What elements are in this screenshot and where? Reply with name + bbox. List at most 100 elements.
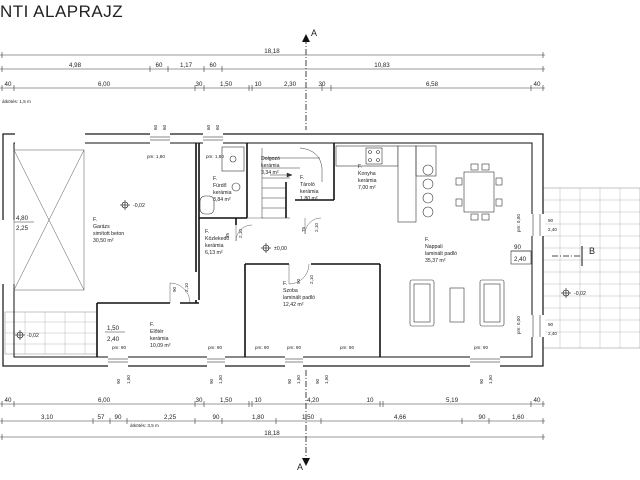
dim: 1,50 — [302, 414, 315, 421]
room-kozlekedo: F. Közlekedő kerámia 6,13 m² — [205, 229, 229, 256]
room-line: F. — [205, 229, 209, 235]
dim: 57 — [98, 414, 105, 421]
dim: 40 — [5, 397, 12, 404]
dim: 40 — [534, 397, 541, 404]
dim: 1,50 — [218, 375, 223, 384]
living-room-furniture — [409, 279, 505, 327]
pm-bottom-labels: pm: 90 pm: 90 pm: 90 pm: 90 pm: 90 pm: 9… — [112, 345, 488, 350]
room-line: kerámia — [213, 190, 232, 196]
room-eloter: F. Előtér kerámia 10,09 m² — [150, 322, 171, 349]
room-line: Dolgozó — [261, 156, 280, 162]
dim: 2,40 — [107, 336, 120, 343]
dim: 3,10 — [41, 414, 54, 421]
room-line: simított beton — [93, 231, 124, 237]
room-line: 30,50 m² — [93, 238, 114, 244]
dim: 60 — [162, 124, 167, 130]
room-line: F. — [213, 176, 217, 182]
room-line: F. — [93, 217, 97, 223]
dim: 1,50 — [107, 325, 120, 332]
room-line: kerámia — [150, 336, 169, 342]
room-line: F. — [425, 237, 429, 243]
bottom-lower-dims: 3,10 57 90 2,25 90 1,80 1,50 4,66 90 1,6… — [41, 414, 525, 421]
dim: 4,80 — [16, 215, 29, 222]
room-line: F. — [150, 322, 154, 328]
room-line: kerámia — [358, 178, 377, 184]
room-line: 3,84 m² — [213, 197, 231, 203]
room-nappali: F. Nappali laminált padló 35,37 m² — [425, 237, 457, 264]
level-note-top: átkötés: 1,5 m — [2, 99, 31, 104]
dim: 2,10 — [309, 275, 314, 284]
pm: pm: 90 — [474, 345, 488, 350]
dim: 90 — [548, 322, 554, 327]
bathroom-fixtures — [199, 146, 245, 215]
dim: 1,50 — [126, 375, 131, 384]
dim: 10,83 — [374, 62, 390, 69]
dim: 6,58 — [426, 81, 439, 88]
bottom-overall-dim: 18,18 — [264, 430, 280, 437]
room-line: Fürdő — [213, 183, 227, 189]
dim: 1,50 — [220, 397, 233, 404]
door-dims-rotated: 90 2,10 75 2,10 90 2,10 75 2,10 60 60 60… — [116, 124, 557, 384]
level-note-bottom: átkötés: 3,5 m — [130, 423, 159, 428]
room-garazs: F. Garázs simított beton 30,50 m² — [93, 217, 124, 244]
garage-door-symbol — [13, 149, 85, 291]
dim: 90 — [479, 414, 486, 421]
room-line: Közlekedő — [205, 236, 229, 242]
dim: 2,25 — [16, 225, 29, 232]
room-line: Garázs — [93, 224, 110, 230]
staircase — [261, 147, 323, 219]
dim: 60 — [210, 62, 217, 69]
window-marks — [108, 136, 541, 363]
dim: 2,25 — [164, 414, 177, 421]
dim: 1,50 — [220, 81, 233, 88]
pm: pm: 90 — [340, 345, 354, 350]
section-b-label: B — [589, 246, 595, 256]
dim: 10 — [255, 81, 262, 88]
dim: 2,40 — [548, 227, 557, 232]
room-line: kerámia — [300, 189, 319, 195]
pm-bath: pm: 1,80 — [206, 154, 224, 159]
room-line: 3,34 m² — [261, 170, 279, 176]
terrace-right — [542, 187, 640, 349]
room-line: laminált padló — [425, 251, 457, 257]
dim: 90 — [115, 414, 122, 421]
terrace-left — [4, 311, 98, 355]
room-line: Előtér — [150, 329, 164, 335]
dim: 2,10 — [314, 223, 319, 232]
room-line: 6,13 m² — [205, 250, 223, 256]
dim: 2,40 — [514, 256, 527, 263]
room-line: kerámia — [205, 243, 224, 249]
dim: 2,10 — [238, 229, 243, 238]
dim: 4,66 — [394, 414, 407, 421]
room-dolgozo: Dolgozó kerámia 3,34 m² — [261, 156, 280, 176]
level-garage: -0,02 — [133, 203, 145, 209]
dim: 40 — [5, 81, 12, 88]
level-hall: ±0,00 — [274, 246, 287, 252]
dim: 90 — [213, 414, 220, 421]
pm: pm: 90 — [112, 345, 126, 350]
dim: 4,98 — [69, 62, 82, 69]
door-swings — [169, 217, 322, 304]
top-upper-dims: 4,98 60 1,17 60 10,83 — [69, 62, 390, 69]
dim: 10 — [367, 397, 374, 404]
dim: 5,19 — [446, 397, 459, 404]
dim: 75 — [225, 232, 230, 238]
level-terrace-right: -0,02 — [574, 291, 586, 297]
left-door-label: 1,50 2,40 — [105, 325, 125, 343]
room-line: 10,09 m² — [150, 343, 171, 349]
room-line: Nappali — [425, 244, 443, 250]
dim: 2,10 — [184, 283, 189, 292]
section-a-marker: A A — [297, 28, 317, 472]
dim: 4,20 — [307, 397, 320, 404]
room-line: 1,80 m² — [300, 196, 318, 202]
dim: 60 — [206, 124, 211, 130]
dim: pm: 0,00 — [516, 316, 521, 334]
dim: pm: 0,00 — [516, 214, 521, 232]
room-line: 7,00 m² — [358, 185, 376, 191]
level-terrace-left: -0,02 — [27, 333, 39, 339]
dim: 60 — [156, 62, 163, 69]
dim: 75 — [301, 226, 306, 232]
level-markers — [15, 200, 571, 340]
dim: 30 — [319, 81, 326, 88]
